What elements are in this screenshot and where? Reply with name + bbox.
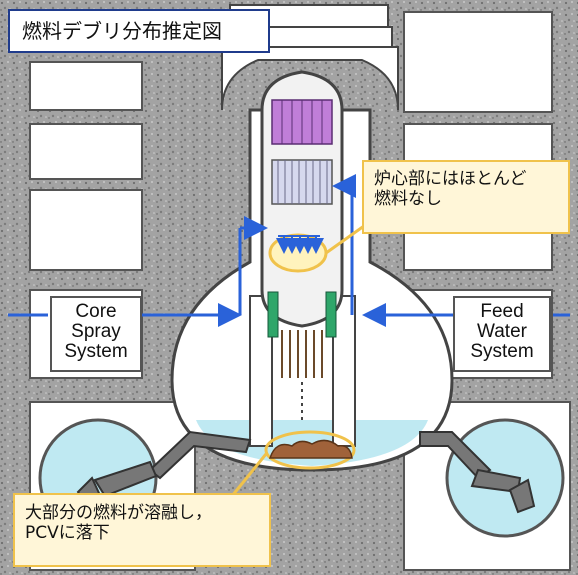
jet-pump-right [325, 291, 337, 338]
callout-core-line-2: 燃料なし [374, 188, 442, 209]
feed-water-line-3: System [470, 341, 534, 362]
room-left-3 [29, 189, 143, 271]
room-left-1 [29, 61, 143, 111]
debris-region [264, 430, 356, 470]
core-region [268, 233, 328, 273]
core-spray-arrows [276, 235, 324, 254]
core-spray-flow [8, 216, 268, 327]
room-left-2 [29, 123, 143, 180]
core-spray-line-3: System [64, 341, 128, 362]
page-title: 燃料デブリ分布推定図 [8, 9, 270, 53]
control-rod-drives [281, 330, 323, 378]
feed-water-system-label: Feed Water System [453, 296, 551, 372]
callout-pcv-line-2: PCVに落下 [25, 522, 110, 543]
callout-core-line-1: 炉心部にはほとんど [374, 169, 527, 189]
feed-water-line-2: Water [477, 321, 527, 342]
callout-pcv: 大部分の燃料が溶融し， PCVに落下 [13, 493, 271, 567]
callout-pcv-line-1: 大部分の燃料が溶融し， [25, 503, 212, 523]
robot-arm-right [419, 431, 536, 514]
core-spray-line-1: Core [75, 301, 117, 322]
steam-separator [271, 159, 333, 205]
feed-water-line-1: Feed [480, 301, 524, 322]
callout-core: 炉心部にはほとんど 燃料なし [362, 160, 570, 234]
core-spray-system-label: Core Spray System [50, 296, 142, 372]
feed-water-flow [332, 174, 570, 327]
room-right-1 [403, 11, 553, 113]
callout-pcv-connector [230, 453, 268, 497]
drywell-head [221, 46, 399, 111]
fuel-debris [268, 439, 353, 459]
core-spray-line-2: Spray [71, 321, 121, 342]
callout-core-connector [325, 224, 365, 255]
jet-pump-left [267, 291, 279, 338]
